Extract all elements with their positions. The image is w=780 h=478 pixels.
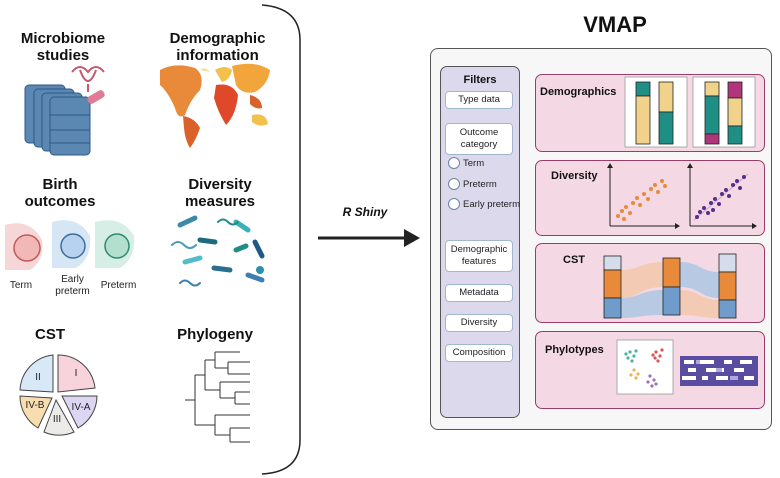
r-shiny-arrow (318, 229, 420, 247)
term-pregnancy-icon (5, 223, 43, 270)
phylogeny-tree-icon (185, 351, 250, 443)
term-label: Term (9, 280, 33, 291)
diversity-scatter-orange (607, 163, 680, 229)
outcome-category-button[interactable]: Outcome category (445, 123, 513, 155)
radio-preterm-label: Preterm (463, 178, 497, 190)
cst-panel-title: CST (563, 254, 585, 266)
bacteria-icon (171, 215, 265, 287)
phylotypes-heatmap (680, 356, 758, 386)
phylotypes-cluster-plot (616, 339, 674, 395)
diversity-heading: Diversity measures (184, 176, 256, 210)
cst-segment-I (57, 354, 96, 393)
cst-pie-chart (19, 354, 98, 436)
cst-label-II: II (35, 372, 41, 383)
diversity-panel[interactable] (535, 160, 765, 236)
early-preterm-label: Early preterm (55, 274, 90, 297)
phylogeny-heading: Phylogeny (177, 326, 253, 343)
radio-term-label: Term (463, 157, 485, 169)
cst-segment-IVB (19, 395, 53, 429)
radio-early-preterm-label: Early preterm (463, 198, 521, 210)
phylotypes-panel-title: Phylotypes (545, 344, 604, 356)
world-map-icon (160, 63, 270, 148)
radio-term[interactable]: Term (448, 157, 484, 169)
cst-alluvial-chart (603, 253, 737, 319)
cst-label-IVA: IV-A (71, 402, 91, 413)
demographic-heading: Demographic information (169, 30, 266, 64)
preterm-label: Preterm (100, 280, 137, 291)
type-data-button[interactable]: Type data (445, 91, 513, 109)
bracket-curve (261, 4, 301, 475)
microbiome-heading: Microbiome studies (20, 30, 106, 64)
filters-title: Filters (463, 74, 497, 86)
radio-term-circle[interactable] (448, 157, 460, 169)
preterm-pregnancy-icon (95, 220, 135, 268)
birth-heading: Birth outcomes (24, 176, 96, 210)
vmap-title: VMAP (583, 12, 647, 37)
composition-button[interactable]: Composition (445, 344, 513, 362)
early-preterm-pregnancy-icon (52, 220, 91, 268)
cst-segment-IVA (61, 395, 98, 429)
radio-preterm-circle[interactable] (448, 178, 460, 190)
radio-early-preterm[interactable]: Early preterm (448, 198, 520, 210)
cst-segment-II (19, 354, 54, 393)
cst-label-III: III (52, 414, 62, 425)
database-icon (24, 84, 91, 156)
radio-preterm[interactable]: Preterm (448, 178, 497, 190)
cst-segment-III (43, 398, 75, 436)
uterus-icon (71, 66, 105, 92)
swab-icon (87, 90, 105, 104)
demographics-panel-title: Demographics (540, 86, 617, 98)
diversity-panel-title: Diversity (551, 170, 598, 182)
demographics-chart (624, 76, 756, 148)
cst-label-IVB: IV-B (25, 400, 45, 411)
metadata-button[interactable]: Metadata (445, 284, 513, 302)
r-shiny-label: R Shiny (342, 205, 388, 219)
cst-heading: CST (35, 326, 65, 343)
radio-early-preterm-circle[interactable] (448, 198, 460, 210)
demographic-features-button[interactable]: Demographic features (445, 240, 513, 272)
diversity-button[interactable]: Diversity (445, 314, 513, 332)
cst-label-I: I (74, 368, 78, 379)
diversity-scatter-purple (687, 163, 757, 229)
